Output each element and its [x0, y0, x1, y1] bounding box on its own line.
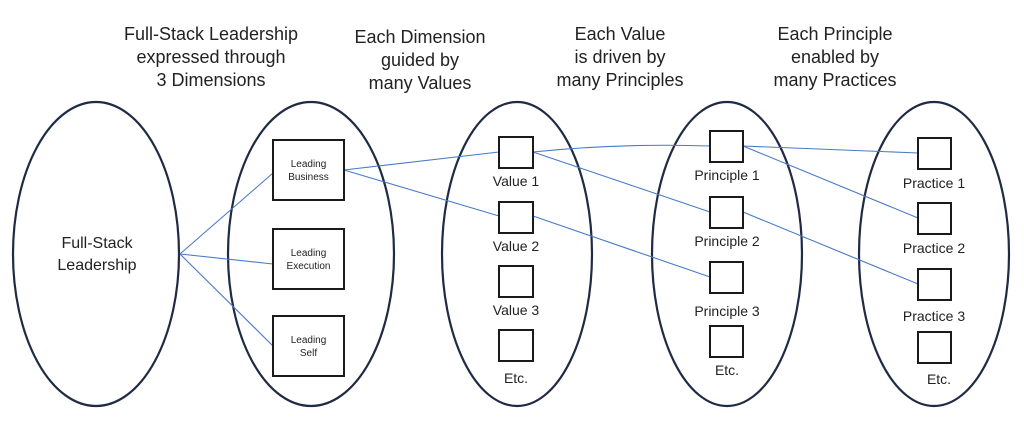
- connector-principle1-practice1: [742, 145, 919, 154]
- connector-principle2-practice3: [742, 211, 919, 285]
- connector-value1-principle2: [532, 151, 711, 213]
- value-item-3: Value 3: [493, 265, 540, 318]
- header-dimensions-line-3: 3 Dimensions: [156, 70, 265, 90]
- root-ellipse: [11, 100, 181, 408]
- values-ellipse: [440, 100, 594, 408]
- practice-label: Etc.: [927, 371, 951, 387]
- value-box: [498, 265, 534, 298]
- header-practices: Each Principle enabled by many Practices: [773, 24, 896, 90]
- root-label-line-1: Full-Stack: [61, 235, 133, 252]
- value-label: Etc.: [504, 370, 528, 386]
- value-label: Value 2: [493, 238, 540, 254]
- dimension-self: Leading Self: [272, 315, 345, 377]
- practice-box: [917, 331, 952, 364]
- value-item-1: Value 1: [493, 136, 540, 189]
- principles-ellipse: [650, 100, 804, 408]
- header-dimensions-line-2: expressed through: [136, 47, 285, 67]
- dimension-label-line-2: Business: [288, 172, 329, 183]
- principle-item-3: Principle 3: [694, 261, 760, 319]
- practice-item-3: Practice 3: [903, 268, 965, 324]
- connector-root-business: [179, 172, 274, 255]
- root-label-line-2: Leadership: [57, 257, 136, 274]
- dimension-business: Leading Business: [272, 139, 345, 201]
- connector-value1-principle1: [532, 144, 711, 153]
- header-principles-line-1: Each Value: [575, 24, 666, 44]
- practice-item-2: Practice 2: [903, 202, 965, 256]
- principle-label: Etc.: [715, 362, 739, 378]
- header-dimensions-line-1: Full-Stack Leadership: [124, 24, 298, 44]
- header-values-line-3: many Values: [369, 73, 472, 93]
- principle-label: Principle 3: [694, 303, 760, 319]
- connector-principle1-practice2: [742, 145, 919, 219]
- principle-label: Principle 1: [694, 167, 760, 183]
- dimension-label-line-1: Leading: [291, 335, 327, 346]
- dimension-box: [272, 228, 345, 290]
- header-values-line-2: guided by: [381, 50, 459, 70]
- header-practices-line-1: Each Principle: [777, 24, 892, 44]
- connector-business-value1: [343, 151, 500, 171]
- dimension-box: [272, 139, 345, 201]
- value-item-etc: Etc.: [498, 329, 534, 386]
- practice-label: Practice 3: [903, 308, 965, 324]
- principle-item-etc: Etc.: [709, 325, 744, 378]
- practice-box: [917, 268, 952, 301]
- value-box: [498, 136, 534, 169]
- dimension-label-line-2: Self: [300, 348, 317, 359]
- header-values: Each Dimension guided by many Values: [354, 27, 485, 93]
- header-principles-line-2: is driven by: [574, 47, 665, 67]
- dimension-execution: Leading Execution: [272, 228, 345, 290]
- practice-label: Practice 1: [903, 175, 965, 191]
- practice-label: Practice 2: [903, 240, 965, 256]
- header-values-line-1: Each Dimension: [354, 27, 485, 47]
- dimension-box: [272, 315, 345, 377]
- value-item-2: Value 2: [493, 201, 540, 254]
- header-practices-line-3: many Practices: [773, 70, 896, 90]
- principle-label: Principle 2: [694, 233, 760, 249]
- principle-box: [709, 130, 744, 163]
- dimension-label-line-1: Leading: [291, 248, 327, 259]
- practice-box: [917, 202, 952, 235]
- connector-root-execution: [179, 253, 274, 265]
- practice-item-etc: Etc.: [917, 331, 952, 387]
- principle-box: [709, 196, 744, 229]
- value-box: [498, 329, 534, 362]
- value-label: Value 3: [493, 302, 540, 318]
- practice-box: [917, 137, 952, 170]
- connectors: [179, 144, 919, 347]
- practices-ellipse: [857, 100, 1011, 408]
- header-dimensions: Full-Stack Leadership expressed through …: [124, 24, 298, 90]
- dimension-label-line-1: Leading: [291, 159, 327, 170]
- principle-item-1: Principle 1: [694, 130, 760, 183]
- connector-business-value2: [343, 169, 500, 217]
- practice-item-1: Practice 1: [903, 137, 965, 191]
- value-box: [498, 201, 534, 234]
- principle-box: [709, 261, 744, 294]
- connector-value2-principle3: [532, 215, 711, 278]
- principle-box: [709, 325, 744, 358]
- header-practices-line-2: enabled by: [791, 47, 879, 67]
- value-label: Value 1: [493, 173, 540, 189]
- header-principles: Each Value is driven by many Principles: [556, 24, 683, 90]
- dimension-label-line-2: Execution: [287, 261, 331, 272]
- connector-root-self: [179, 253, 274, 347]
- header-principles-line-3: many Principles: [556, 70, 683, 90]
- principle-item-2: Principle 2: [694, 196, 760, 249]
